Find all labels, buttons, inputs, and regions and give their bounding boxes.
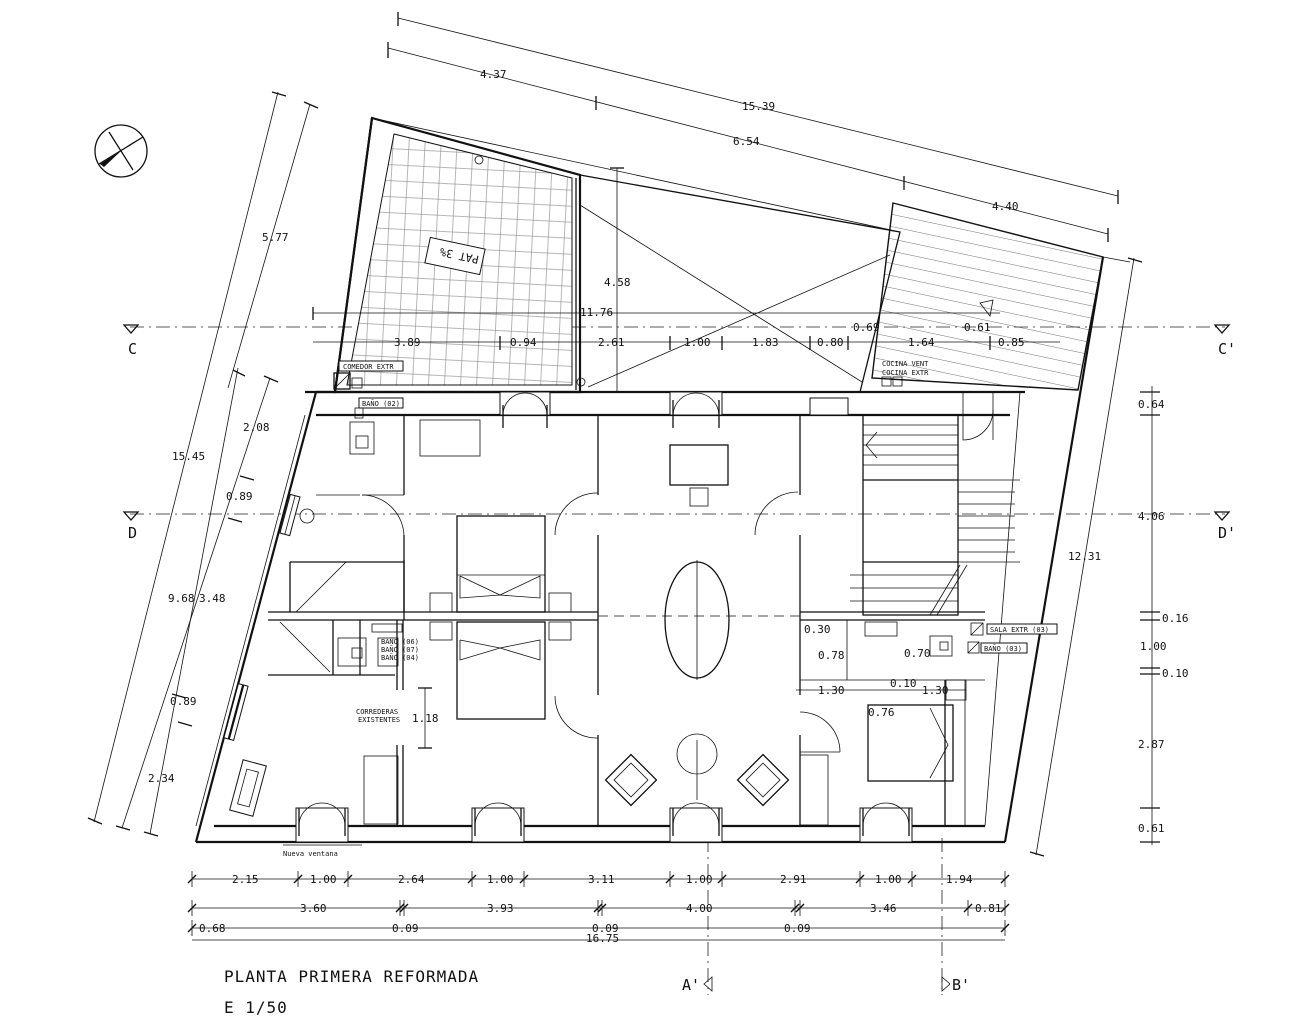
- dim-bottom-1-4: 3.11: [588, 873, 615, 886]
- dim-2-61: 2.61: [598, 336, 625, 349]
- dim-bottom-2-2: 4.00: [686, 902, 713, 915]
- dim-bottom-2-4: 0.81: [975, 902, 1002, 915]
- label-bano-03: BAÑO (03): [984, 644, 1022, 653]
- dim-0-89-a: 0.89: [226, 490, 253, 503]
- dim-bottom-1-3: 1.00: [487, 873, 514, 886]
- dim-bottom-3-1: 0.09: [392, 922, 419, 935]
- dim-bottom-1-5: 1.00: [686, 873, 713, 886]
- dim-4-58: 4.58: [604, 276, 631, 289]
- dim-1-00-right: 1.00: [1140, 640, 1167, 653]
- dim-0-94: 0.94: [510, 336, 537, 349]
- windows: [223, 493, 315, 817]
- dim-2-87: 2.87: [1138, 738, 1165, 751]
- dimensions-left: 5.77 15.45 2.08 0.89 9.68 3.48 0.89 2.34: [87, 91, 319, 837]
- section-axes: C C' D D' A' B': [122, 324, 1236, 995]
- dim-0-10-inner: 0.10: [890, 677, 917, 690]
- dim-bottom-1-0: 2.15: [232, 873, 259, 886]
- deck-terrace: [871, 202, 1104, 391]
- room-labels: COMEDOR EXTR BAÑO (02) COCINA VENT COCIN…: [283, 360, 1058, 858]
- dim-bottom-1-8: 1.94: [946, 873, 973, 886]
- dim-12-31: 12.31: [1068, 550, 1101, 563]
- dim-11-76: 11.76: [580, 306, 613, 319]
- dim-0-61: 0.61: [964, 321, 991, 334]
- dim-bottom-1-2: 2.64: [398, 873, 425, 886]
- section-d-right: D': [1218, 524, 1236, 542]
- dim-0-10-right: 0.10: [1162, 667, 1189, 680]
- interior-walls: [268, 415, 985, 826]
- dim-9-68: 9.68: [168, 592, 195, 605]
- dim-bottom-3-3: 0.09: [784, 922, 811, 935]
- dim-0-89-b: 0.89: [170, 695, 197, 708]
- dim-0-69: 0.69: [853, 321, 880, 334]
- dim-15-39: 15.39: [742, 100, 775, 113]
- dim-bottom-1-6: 2.91: [780, 873, 807, 886]
- label-correderas: CORREDERAS: [356, 708, 398, 716]
- section-d-left: D: [128, 524, 137, 542]
- label-bano-04: BAÑO (04): [381, 653, 419, 662]
- section-b: B': [952, 976, 970, 994]
- dim-4-40: 4.40: [992, 200, 1019, 213]
- dim-0-85: 0.85: [998, 336, 1025, 349]
- tiled-terrace: PAT 3%: [333, 116, 586, 394]
- dim-0-78: 0.78: [818, 649, 845, 662]
- section-a: A': [682, 976, 700, 994]
- dimensions-inner: 1.18 0.30 0.78 0.70 0.10 1.30 1.30 0.76: [412, 623, 966, 749]
- dim-0-64: 0.64: [1138, 398, 1165, 411]
- dim-1-83: 1.83: [752, 336, 779, 349]
- plan-scale: E 1/50: [224, 998, 288, 1017]
- dim-bottom-1-1: 1.00: [310, 873, 337, 886]
- label-existentes: EXISTENTES: [358, 716, 400, 724]
- label-bano-07: BAÑO (07): [381, 645, 419, 654]
- dimensions-bottom: 2.15 1.00 2.64 1.00 3.11 1.00 2.91 1.00 …: [187, 871, 1010, 945]
- label-bano-06: BAÑO (06): [381, 637, 419, 646]
- dimensions-top: 4.37 15.39 6.54 4.40 4.58 11.76 0.69 0.6…: [312, 12, 1119, 392]
- dim-total-16-75: 16.75: [586, 932, 619, 945]
- dim-0-30: 0.30: [804, 623, 831, 636]
- dim-2-08: 2.08: [243, 421, 270, 434]
- label-comedor: COMEDOR EXTR: [343, 363, 394, 371]
- label-cocina-extr: COCINA EXTR: [882, 369, 929, 377]
- dim-2-34: 2.34: [148, 772, 175, 785]
- dim-3-89: 3.89: [394, 336, 421, 349]
- dimensions-right: 12.31 0.64 4.06 0.16 1.00 0.10 2.87 0.61: [1029, 257, 1189, 857]
- plan-title: PLANTA PRIMERA REFORMADA: [224, 967, 479, 986]
- dim-bottom-3-2: 0.09: [592, 922, 619, 935]
- label-sala-extr: SALA EXTR (03): [990, 626, 1049, 634]
- dim-3-48: 3.48: [199, 592, 226, 605]
- dim-4-37: 4.37: [480, 68, 507, 81]
- dim-bottom-2-3: 3.46: [870, 902, 897, 915]
- furniture: [333, 372, 984, 807]
- dim-5-77: 5.77: [262, 231, 289, 244]
- dim-bottom-3-0: 0.68: [199, 922, 226, 935]
- dim-0-80: 0.80: [817, 336, 844, 349]
- section-c-right: C': [1218, 340, 1236, 358]
- dim-0-70: 0.70: [904, 647, 931, 660]
- dim-6-54: 6.54: [733, 135, 760, 148]
- dim-bottom-2-0: 3.60: [300, 902, 327, 915]
- dim-0-61-right: 0.61: [1138, 822, 1165, 835]
- label-cocina-vent: COCINA VENT: [882, 360, 929, 368]
- dim-1-30-b: 1.30: [922, 684, 949, 697]
- dim-1-00-top: 1.00: [684, 336, 711, 349]
- label-bano-02: BAÑO (02): [362, 399, 400, 408]
- dim-1-30-a: 1.30: [818, 684, 845, 697]
- label-nueva-ventana: Nueva ventana: [283, 850, 338, 858]
- section-c-left: C: [128, 340, 137, 358]
- dim-0-16: 0.16: [1162, 612, 1189, 625]
- dim-1-64: 1.64: [908, 336, 935, 349]
- dim-15-45: 15.45: [172, 450, 205, 463]
- dim-bottom-1-7: 1.00: [875, 873, 902, 886]
- dim-1-18: 1.18: [412, 712, 439, 725]
- north-arrow-icon: [94, 124, 148, 178]
- dim-bottom-2-1: 3.93: [487, 902, 514, 915]
- staircase: [850, 392, 1020, 616]
- dim-0-76: 0.76: [868, 706, 895, 719]
- dim-4-06: 4.06: [1138, 510, 1165, 523]
- doors: [295, 391, 913, 843]
